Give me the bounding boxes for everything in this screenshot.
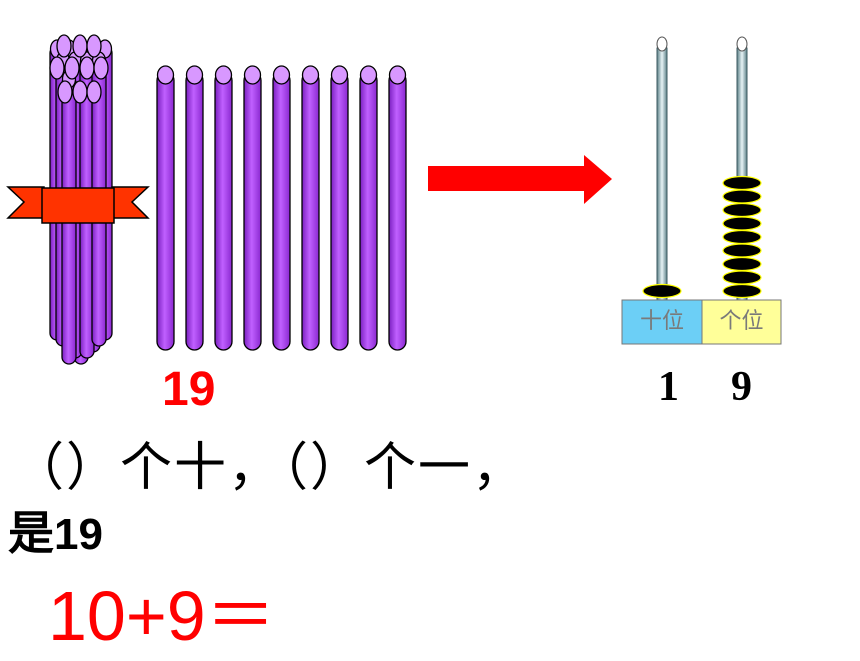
stick-end <box>86 34 102 58</box>
abacus-bead <box>722 283 762 299</box>
counting-stick <box>359 65 378 351</box>
counting-stick <box>214 65 233 351</box>
bundle-ribbon <box>6 186 150 224</box>
stick-end <box>93 56 109 80</box>
stick-end <box>86 80 102 104</box>
stick-end <box>64 56 80 80</box>
tens-place-box <box>621 299 703 345</box>
stick-end <box>79 56 95 80</box>
counting-stick <box>185 65 204 351</box>
counting-stick <box>388 65 407 351</box>
stick-end <box>56 34 72 58</box>
equation: 10+9＝ <box>48 577 276 655</box>
question-text: （）个十，（）个一， <box>12 438 527 498</box>
stick-end <box>72 80 88 104</box>
answer-number: 19 <box>54 510 103 559</box>
abacus-bead <box>722 243 762 258</box>
abacus-bead <box>722 270 762 285</box>
loose-sticks <box>156 65 407 351</box>
abacus-bead <box>722 256 762 272</box>
right-arrow <box>428 155 612 204</box>
ones-place-box <box>701 299 782 345</box>
counting-diagram <box>6 34 782 365</box>
abacus-bead <box>722 175 762 191</box>
tens-place-label: 十位 <box>639 309 684 334</box>
counting-stick <box>156 65 175 351</box>
abacus <box>621 36 782 345</box>
counting-stick <box>330 65 349 351</box>
abacus-bead <box>722 189 762 204</box>
counting-stick <box>301 65 320 351</box>
tens-beads <box>642 283 682 299</box>
answer-prefix: 是 <box>8 506 54 560</box>
tens-rod <box>656 36 668 303</box>
stick-end <box>72 34 88 58</box>
abacus-bead <box>642 283 682 299</box>
abacus-bead <box>722 229 762 245</box>
abacus-bead <box>722 202 762 218</box>
stick-end <box>57 80 73 104</box>
stick-total-number: 19 <box>162 363 216 416</box>
stick-end <box>49 56 65 80</box>
abacus-bead <box>722 216 762 231</box>
ones-place-label: 个位 <box>719 309 764 334</box>
answer-line: 是19 <box>8 497 103 563</box>
counting-stick <box>272 65 291 351</box>
tens-digit: 1 <box>658 364 679 410</box>
counting-stick <box>243 65 262 351</box>
ones-digit: 9 <box>731 364 752 410</box>
ones-beads <box>722 175 762 299</box>
